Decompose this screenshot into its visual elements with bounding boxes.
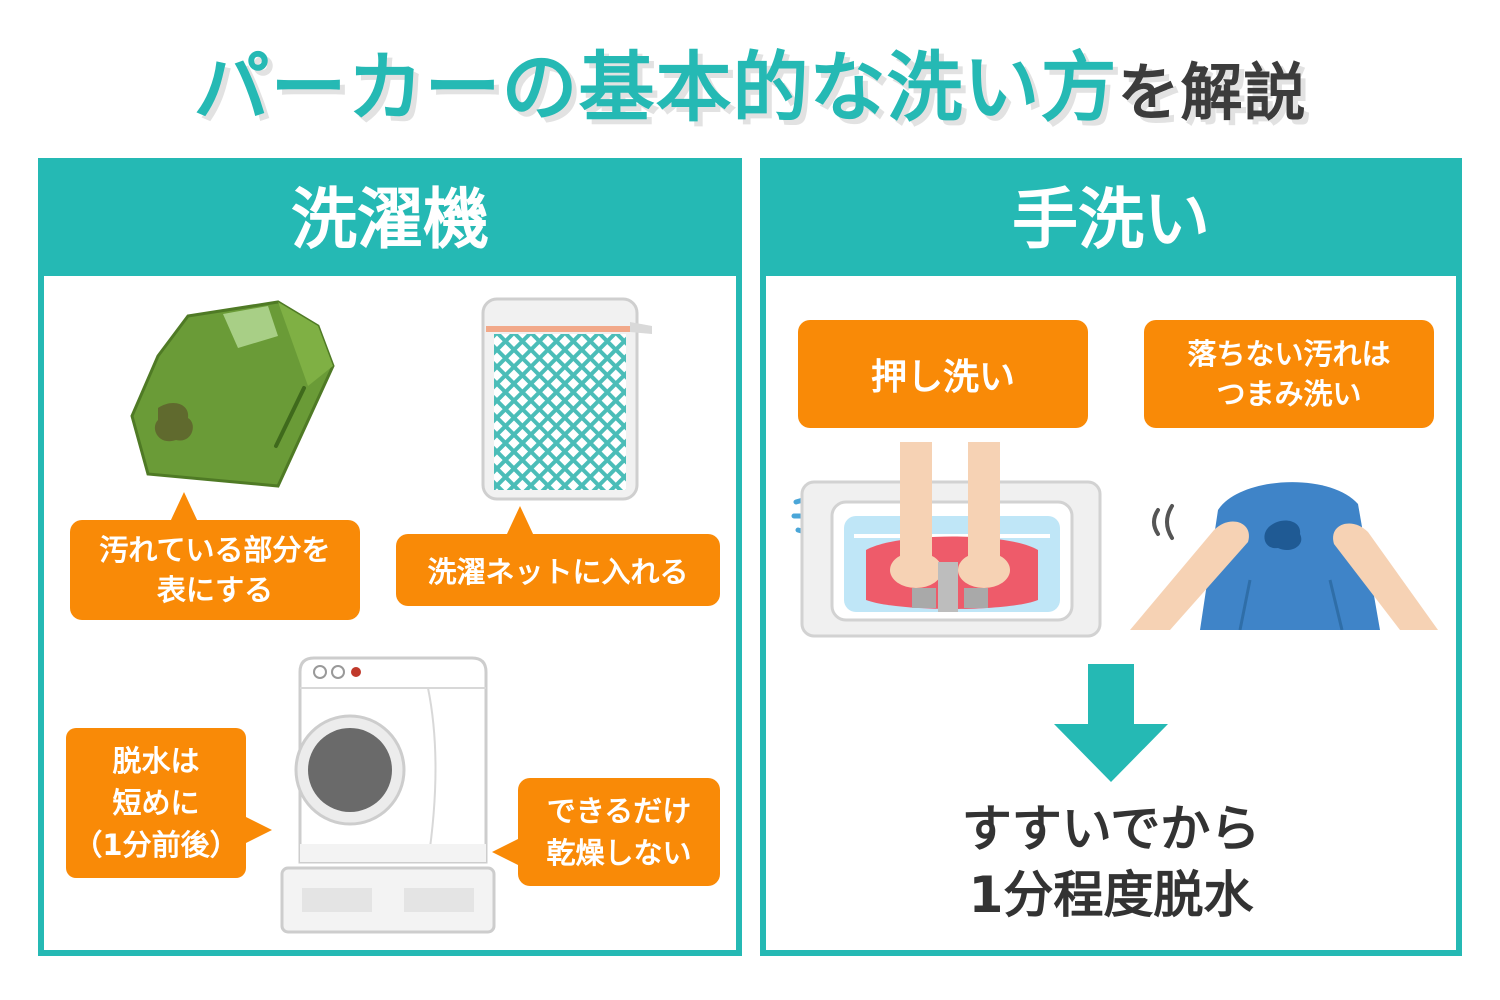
bubble-pinch-wash: 落ちない汚れは つまみ洗い xyxy=(1144,320,1434,428)
hand-wash-heading: 手洗い xyxy=(766,164,1456,276)
down-arrow-icon xyxy=(1054,664,1168,782)
page-title: パーカーの基本的な洗い方を解説 xyxy=(0,38,1500,138)
bubble-press-wash: 押し洗い xyxy=(798,320,1088,428)
bubble-laundry-net: 洗濯ネットに入れる xyxy=(396,506,720,606)
folded-hoodie-icon xyxy=(130,300,335,488)
washing-machine-icon xyxy=(280,656,496,934)
title-rest: を解説 xyxy=(1117,56,1307,129)
laundry-net-icon xyxy=(481,297,652,501)
pinch-wash-icon xyxy=(1130,482,1438,630)
bubble-no-dry: できるだけ 乾燥しない xyxy=(492,778,720,886)
title-accent: パーカーの基本的な洗い方 xyxy=(193,43,1118,132)
sink-hands-icon xyxy=(791,442,1102,638)
washing-machine-heading: 洗濯機 xyxy=(44,164,736,276)
bubble-dirty-side: 汚れている部分を 表にする xyxy=(70,492,360,620)
rinse-spin-note: すすいでから 1分程度脱水 xyxy=(961,800,1261,924)
bubble-spin-short: 脱水は 短めに （1分前後） xyxy=(66,728,272,878)
